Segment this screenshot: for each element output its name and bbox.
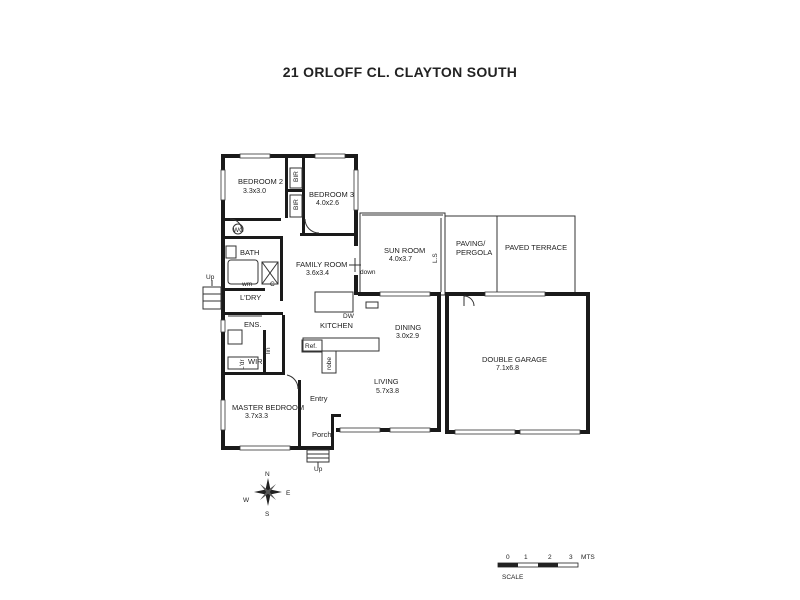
garage-name: DOUBLE GARAGE [482, 355, 547, 364]
bedroom2-size: 3.3x3.0 [243, 188, 266, 195]
lin-label: lin [265, 347, 272, 354]
annotations: Up down Up [206, 269, 376, 473]
master-size: 3.7x3.3 [245, 413, 268, 420]
scale-tick-3: 3 [569, 554, 573, 561]
robe-label: robe [326, 357, 333, 370]
up-left-label: Up [206, 274, 215, 281]
compass-rose: N S E W [243, 471, 291, 518]
terrace-outline [496, 215, 576, 295]
c-label: C [270, 281, 275, 288]
ldr-label: L'dr [239, 359, 246, 370]
master-name: MASTER BEDROOM [232, 403, 304, 412]
wir-name: WIR [248, 357, 263, 366]
fixtures [225, 167, 379, 390]
sunroom-name: SUN ROOM [384, 246, 425, 255]
scale-label: SCALE [502, 574, 524, 581]
wc-label: WC [233, 227, 244, 234]
dining-name: DINING [395, 323, 421, 332]
scale-bar: 0 1 2 3 MTS SCALE [497, 554, 595, 581]
porch-name: Porch [312, 430, 332, 439]
living-size: 5.7x3.8 [376, 388, 399, 395]
compass-w: W [243, 497, 250, 504]
plan-title: 21 ORLOFF CL. CLAYTON SOUTH [282, 64, 518, 80]
sunroom-size: 4.0x3.7 [389, 256, 412, 263]
up-porch-label: Up [314, 466, 323, 473]
garage-size: 7.1x6.8 [496, 365, 519, 372]
kitchen-name: KITCHEN [320, 321, 353, 330]
scale-tick-2: 2 [548, 554, 552, 561]
ls-label: L.S [432, 253, 439, 263]
bir2-label: BIR [293, 199, 300, 210]
dining-size: 3.0x2.9 [396, 333, 419, 340]
scale-unit: MTS [581, 554, 595, 561]
room-labels: BEDROOM 2 3.3x3.0 BEDROOM 3 4.0x2.6 FAMI… [232, 177, 567, 439]
dw-label: DW [343, 313, 355, 320]
family-name: FAMILY ROOM [296, 260, 347, 269]
entry-name: Entry [310, 394, 328, 403]
compass-s: S [265, 511, 270, 518]
bath-name: BATH [240, 248, 259, 257]
compass-n: N [265, 471, 270, 478]
terrace-name: PAVED TERRACE [505, 243, 567, 252]
garage [445, 291, 590, 435]
bedroom2-name: BEDROOM 2 [238, 177, 283, 186]
paving-name: PAVING/ [456, 239, 486, 248]
wm-label: wm [241, 281, 252, 288]
steps [202, 258, 361, 468]
ens-name: ENS. [244, 320, 262, 329]
ref-label: Ref. [305, 343, 317, 350]
down-label: down [360, 269, 376, 276]
compass-e: E [286, 490, 291, 497]
scale-tick-1: 1 [524, 554, 528, 561]
bedroom3-name: BEDROOM 3 [309, 190, 354, 199]
bedroom3-size: 4.0x2.6 [316, 200, 339, 207]
paving-name-line2: PERGOLA [456, 248, 492, 257]
ldry-name: L'DRY [240, 293, 261, 302]
bir1-label: BIR [293, 171, 300, 182]
windows [220, 153, 431, 451]
fixture-labels: BIR BIR WC wm C DW Ref. robe L'dr lin L.… [233, 171, 439, 370]
scale-tick-0: 0 [506, 554, 510, 561]
living-name: LIVING [374, 377, 399, 386]
family-size: 3.6x3.4 [306, 270, 329, 277]
